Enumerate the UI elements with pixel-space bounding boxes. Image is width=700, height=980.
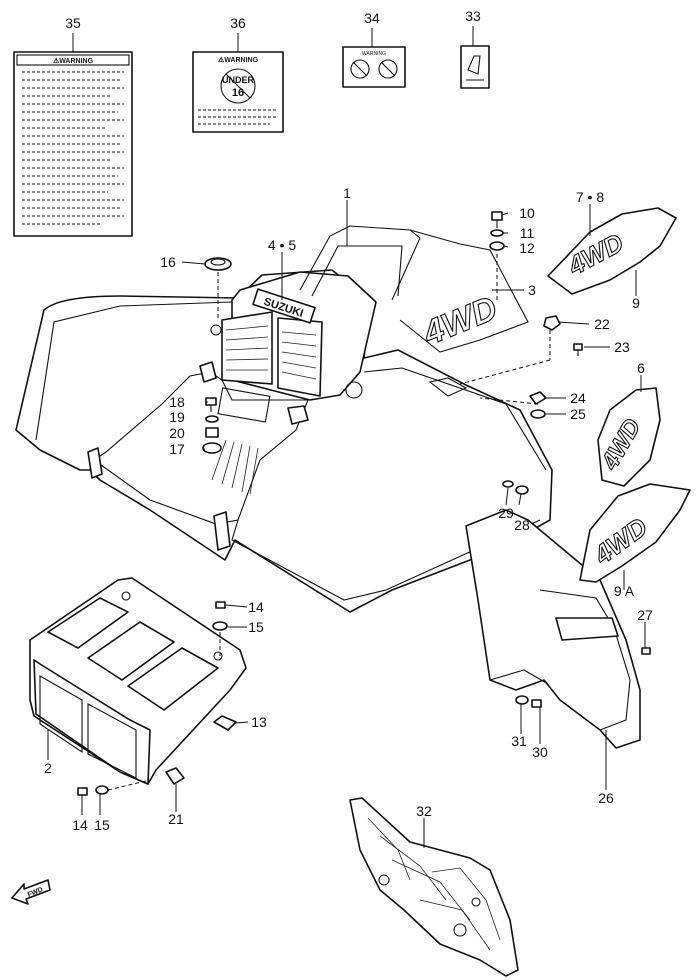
callout-20: 20 [169, 425, 185, 441]
leader-lines [47, 26, 646, 848]
callout-36: 36 [230, 15, 246, 31]
callout-22: 22 [594, 316, 610, 332]
no-passenger-icon [378, 59, 398, 79]
clip-13 [213, 715, 237, 731]
callout-33: 33 [465, 8, 481, 24]
grommet-17 [202, 442, 222, 454]
callout-2: 2 [44, 760, 52, 776]
callout-17: 17 [169, 441, 185, 457]
callout-32: 32 [416, 803, 432, 819]
screw-14-lower [77, 787, 88, 796]
hardware [77, 211, 651, 796]
callout-10: 10 [519, 205, 535, 221]
callout-7-8: 7 • 8 [576, 189, 604, 205]
callout-3: 3 [528, 282, 536, 298]
grommet-16 [204, 257, 232, 271]
callout-23: 23 [614, 339, 630, 355]
warning-34-heading: WARNING [362, 51, 386, 57]
screw-27 [641, 647, 651, 655]
callout-19: 19 [169, 409, 185, 425]
screw-23 [573, 343, 583, 351]
callout-24: 24 [570, 390, 586, 406]
collar-20 [205, 427, 219, 438]
callout-35: 35 [65, 15, 81, 31]
age-text: 16 [232, 87, 244, 99]
callout-26: 26 [598, 790, 614, 806]
washer-19 [205, 415, 219, 423]
label-33 [460, 45, 490, 89]
under-text: UNDER [222, 75, 255, 85]
washer-11 [490, 229, 504, 237]
warning-35-heading: ⚠WARNING [53, 57, 94, 65]
nut-25 [530, 409, 546, 419]
callout-9: 9 [632, 295, 640, 311]
callout-34: 34 [364, 10, 380, 26]
callout-30: 30 [532, 744, 548, 760]
washer-15-upper [212, 621, 228, 631]
callout-31: 31 [511, 733, 527, 749]
callout-6: 6 [637, 360, 645, 376]
washer-15-lower [95, 785, 109, 795]
fwd-arrow-icon: FWD [11, 879, 51, 905]
warning-label-34: WARNING [342, 46, 406, 88]
side-emblem-text: 4WD [417, 289, 502, 353]
callout-15-lower: 15 [94, 817, 110, 833]
no-under-16-icon [220, 68, 256, 104]
callout-12: 12 [519, 240, 535, 256]
callout-29: 29 [498, 505, 514, 521]
callout-18: 18 [169, 394, 185, 410]
callout-4-5: 4 • 5 [268, 237, 296, 253]
screw-30 [531, 699, 542, 708]
nut-28 [515, 485, 529, 495]
callout-16: 16 [160, 254, 176, 270]
callout-14-upper: 14 [248, 599, 264, 615]
warning-label-35: ⚠WARNING [13, 51, 133, 237]
bolt-10 [491, 211, 503, 221]
side-4wd-emblem-3: 4WD [417, 289, 503, 354]
emblem-6: 4WD [595, 387, 661, 487]
callout-11: 11 [520, 225, 535, 241]
emblem-7-8: 4WD [547, 207, 677, 295]
under-16-label-36: ⚠WARNING UNDER 16 [192, 51, 284, 133]
nut-22 [543, 315, 561, 331]
clip-24 [529, 391, 547, 405]
callout-13: 13 [251, 714, 267, 730]
emblem-9a: 4WD [579, 483, 691, 583]
front-grille-cover-2 [29, 577, 247, 785]
splash-guard-26 [465, 509, 641, 749]
callout-21: 21 [168, 811, 184, 827]
warning-36-heading: ⚠WARNING [218, 56, 259, 64]
callout-14-lower: 14 [72, 817, 88, 833]
nut-31 [515, 695, 529, 705]
inner-liner-32 [349, 797, 519, 977]
callout-9a: 9 A [614, 583, 635, 599]
clip-21 [165, 767, 185, 785]
callout-1: 1 [343, 185, 351, 201]
screw-14-upper [215, 601, 226, 609]
washer-29 [502, 480, 514, 488]
callout-15-upper: 15 [248, 619, 264, 635]
no-rider-icon [350, 59, 370, 79]
callout-27: 27 [637, 607, 653, 623]
callout-25: 25 [570, 406, 586, 422]
callout-28: 28 [514, 517, 530, 533]
washer-12 [489, 241, 505, 251]
callout-numbers: 35 36 34 33 1 4 • 5 16 10 11 12 3 7 • 8 … [44, 8, 653, 833]
